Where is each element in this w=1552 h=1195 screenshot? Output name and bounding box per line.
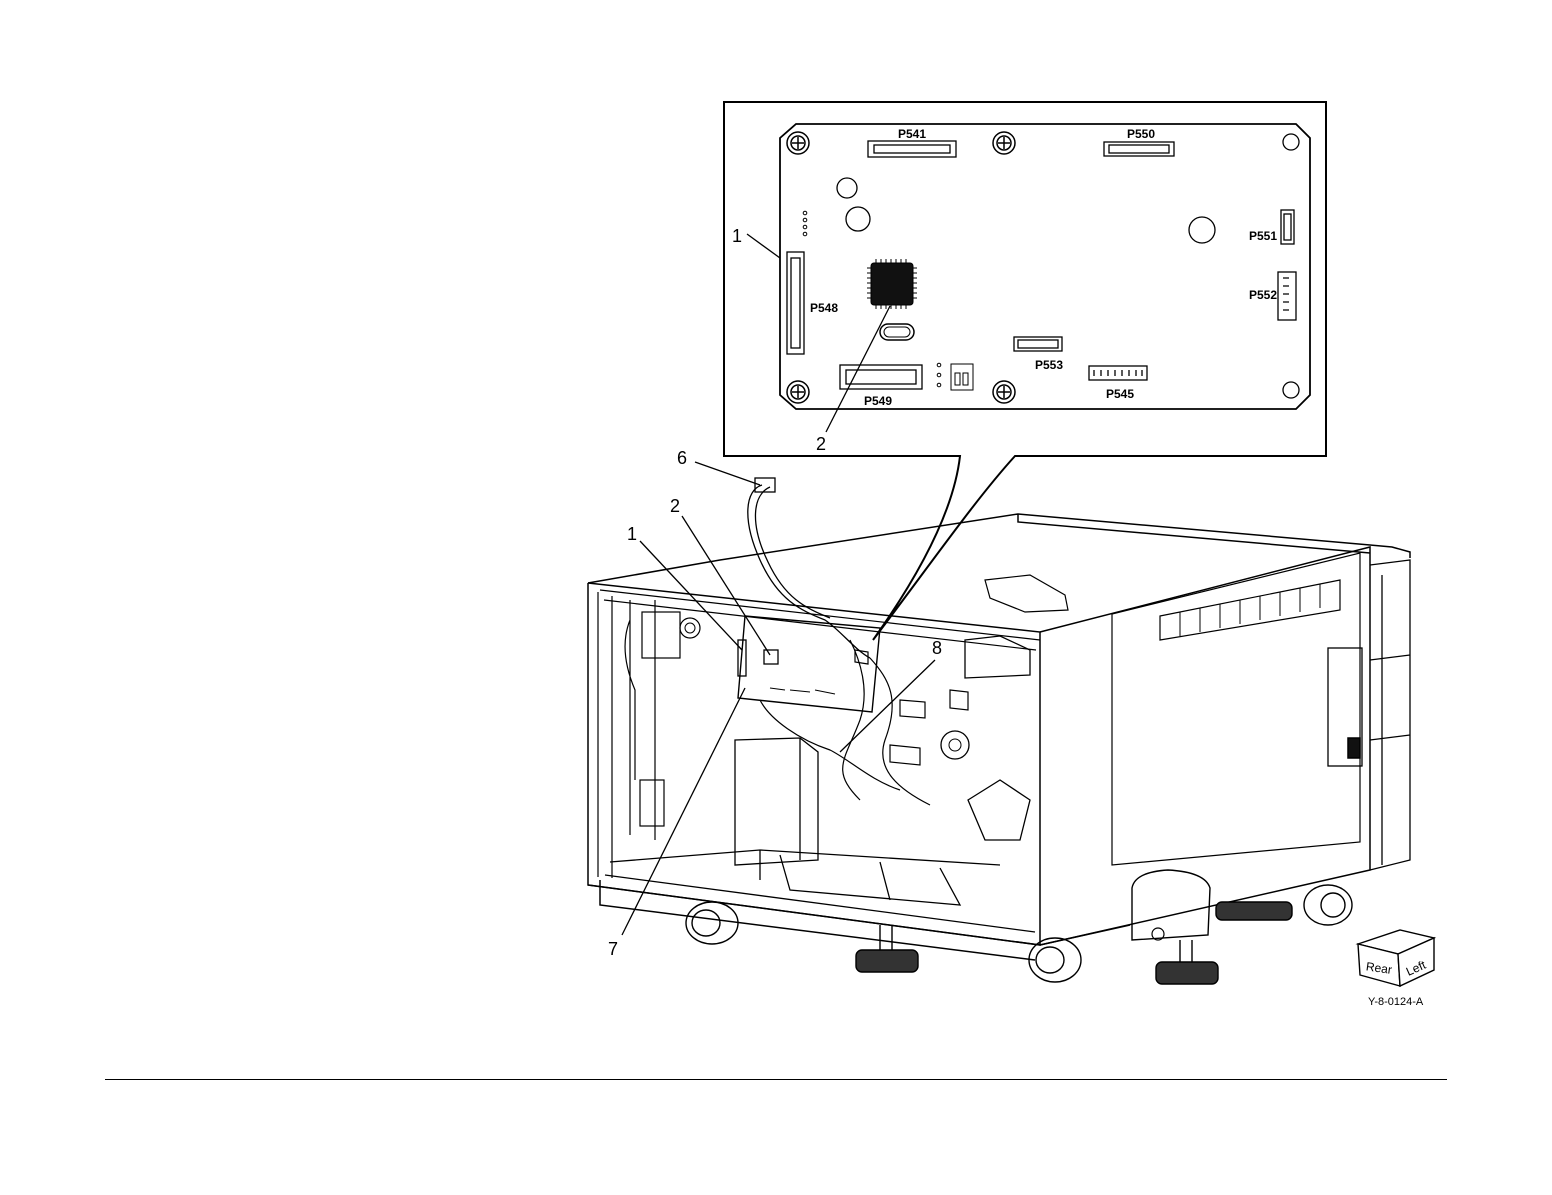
callout-main-1: 1 (627, 524, 637, 544)
callout-detail-1: 1 (732, 226, 742, 246)
bracket-block (642, 612, 680, 658)
drive-gear (941, 731, 969, 759)
caster-wheel (1304, 885, 1352, 925)
top-frame (588, 514, 1410, 583)
connector-label-p551: P551 (1249, 229, 1277, 243)
tray-label-b (1348, 738, 1360, 758)
mounting-screw (787, 132, 809, 154)
mounting-screw (993, 132, 1015, 154)
leveling-foot (1156, 940, 1218, 984)
leveling-foot (856, 925, 918, 972)
wire-harness-6 (748, 485, 870, 658)
machine-pcb-traces (770, 688, 835, 694)
connector-label-p550: P550 (1127, 127, 1155, 141)
footer-divider (105, 1079, 1447, 1080)
top-frame-rail (600, 590, 1040, 650)
gear-hub (685, 623, 695, 633)
vent-slots (1160, 580, 1340, 640)
paper-tray-assembly (588, 462, 1410, 984)
connector-label-p552: P552 (1249, 288, 1277, 302)
leader-line (682, 516, 770, 655)
stabilizer (1132, 870, 1210, 940)
machine-pcb-cpu (764, 650, 778, 664)
gear-hub (680, 618, 700, 638)
detail-inset (724, 102, 1326, 640)
figure-id: Y-8-0124-A (1368, 996, 1424, 1008)
callout-main-2: 2 (670, 496, 680, 516)
rear-panel (588, 583, 1040, 945)
leveling-foot (1216, 902, 1292, 920)
callout-detail-2: 2 (816, 434, 826, 454)
drive-motor (965, 636, 1030, 678)
caster-wheel (686, 902, 738, 944)
inset-frame (724, 102, 1326, 640)
rear-panel-frame-left (598, 592, 612, 878)
callout-main-7: 7 (608, 939, 618, 959)
bottom-rails (605, 850, 1035, 932)
mounting-screw (993, 381, 1015, 403)
leader-line (840, 660, 935, 752)
connector-label-p541: P541 (898, 127, 926, 141)
connector-label-p548: P548 (810, 301, 838, 315)
wire-harness-main (760, 640, 930, 805)
callout-main-8: 8 (932, 638, 942, 658)
bottom-base (588, 880, 1130, 960)
orientation-cube (1358, 930, 1434, 986)
mounting-screw (787, 381, 809, 403)
connector-label-p553: P553 (1035, 358, 1063, 372)
caster-wheel (1029, 938, 1081, 982)
cpu-chip (867, 259, 917, 309)
left-side-panel-inner (1112, 553, 1360, 865)
lift-motor (968, 780, 1030, 840)
motor-bracket (735, 738, 818, 865)
machine-pcb (738, 616, 880, 712)
connector-label-p545: P545 (1106, 387, 1134, 401)
motor-top (985, 575, 1068, 612)
drive-gear-hub (949, 739, 961, 751)
connector-label-p549: P549 (864, 394, 892, 408)
right-edge-panel (1370, 560, 1410, 870)
bracket-block (640, 780, 664, 826)
callout-main-6: 6 (677, 448, 687, 468)
leader-line (695, 462, 760, 485)
